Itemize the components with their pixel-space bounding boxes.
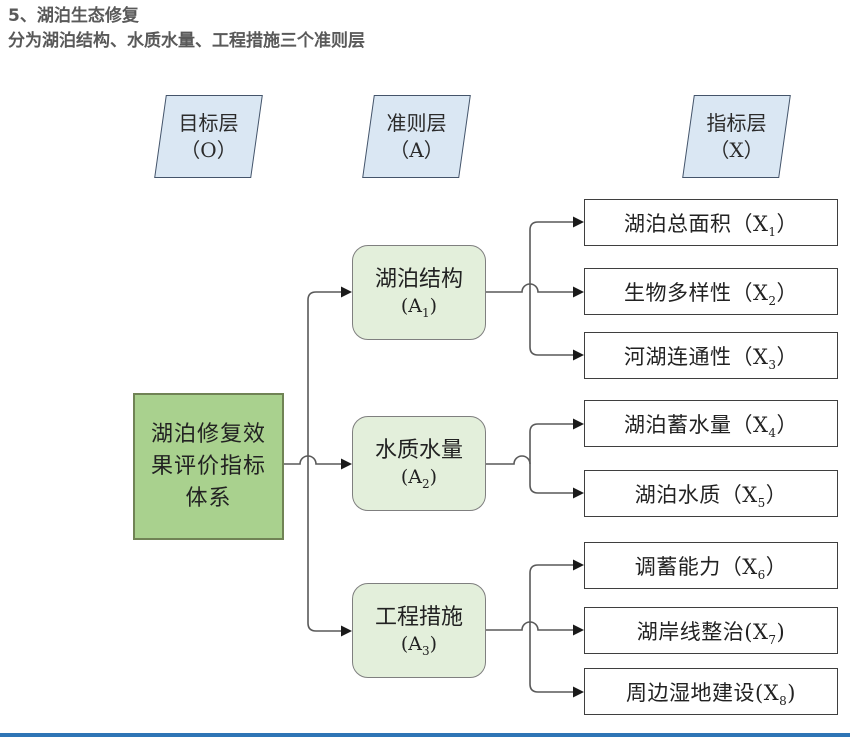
arrowhead-icon (573, 286, 584, 298)
criteria-box-a3: 工程措施 (A3) (352, 583, 486, 678)
layer-header-goal: 目标层 （O） (160, 95, 257, 178)
goal-line: 体系 (185, 485, 232, 511)
indicator-box-x3: 河湖连通性（X3） (584, 332, 838, 379)
a1-trunk-elbow (529, 221, 575, 356)
a3-to-x7-line-with-hop (486, 621, 574, 631)
a1-to-x2-line-with-hop (486, 283, 574, 293)
footer-divider (0, 733, 850, 737)
arrowhead-icon (573, 349, 584, 361)
criteria-code: (A1) (400, 294, 438, 320)
criteria-code: (A3) (400, 632, 438, 658)
layer-name: 指标层 (706, 110, 767, 135)
arrowhead-icon (573, 559, 584, 571)
page-title: 5、湖泊生态修复 (8, 6, 139, 26)
criteria-code: (A2) (400, 465, 438, 491)
criteria-name: 工程措施 (374, 604, 463, 630)
layer-header-criteria: 准则层 （A） (368, 95, 465, 178)
criteria-box-a1: 湖泊结构 (A1) (352, 245, 486, 340)
arrowhead-icon (573, 624, 584, 636)
indicator-label: 河湖连通性（X3） (623, 344, 799, 372)
goal-box: 湖泊修复效 果评价指标 体系 (133, 393, 284, 540)
arrowheads (341, 216, 584, 698)
criteria-box-a2: 水质水量 (A2) (352, 416, 486, 511)
indicator-label: 调蓄能力（X6） (634, 554, 788, 582)
indicator-label: 湖岸线整治(X7) (636, 619, 786, 647)
indicator-label: 生物多样性（X2） (623, 280, 799, 308)
criteria-name: 湖泊结构 (374, 266, 463, 292)
indicator-box-x1: 湖泊总面积（X1） (584, 199, 838, 246)
arrowhead-icon (341, 625, 352, 637)
indicator-box-x2: 生物多样性（X2） (584, 268, 838, 315)
indicator-label: 湖泊蓄水量（X4） (623, 412, 799, 440)
layer-name: 准则层 (386, 110, 447, 135)
a3-trunk-elbow (529, 564, 575, 693)
arrowhead-icon (341, 286, 352, 298)
layer-code: （A） (389, 137, 444, 162)
layer-code: （O） (180, 137, 237, 162)
a2-trunk-elbow (529, 423, 575, 494)
arrowhead-icon (341, 458, 352, 470)
page-header: 5、湖泊生态修复 分为湖泊结构、水质水量、工程措施三个准则层 (8, 4, 365, 54)
layer-code: （X） (709, 137, 764, 162)
indicator-box-x7: 湖岸线整治(X7) (584, 607, 838, 654)
indicator-box-x5: 湖泊水质（X5） (584, 470, 838, 517)
criteria-name: 水质水量 (374, 437, 463, 463)
goal-line: 果评价指标 (150, 453, 266, 479)
indicator-box-x4: 湖泊蓄水量（X4） (584, 400, 838, 447)
page-subtitle: 分为湖泊结构、水质水量、工程措施三个准则层 (8, 31, 365, 51)
goal-trunk-elbow (307, 291, 343, 632)
arrowhead-icon (573, 686, 584, 698)
indicator-box-x8: 周边湿地建设(X8) (584, 668, 838, 715)
arrowhead-icon (573, 418, 584, 430)
a2-feeder-line-with-hop (486, 455, 531, 465)
indicator-label: 湖泊总面积（X1） (623, 211, 799, 239)
goal-line: 湖泊修复效 (150, 421, 266, 447)
layer-name: 目标层 (178, 110, 239, 135)
goal-to-a2-line-with-hop (284, 455, 343, 465)
indicator-label: 湖泊水质（X5） (634, 482, 788, 510)
indicator-label: 周边湿地建设(X8) (626, 680, 796, 708)
indicator-box-x6: 调蓄能力（X6） (584, 542, 838, 589)
layer-header-indicator: 指标层 （X） (688, 95, 785, 178)
arrowhead-icon (573, 487, 584, 499)
arrowhead-icon (573, 216, 584, 228)
